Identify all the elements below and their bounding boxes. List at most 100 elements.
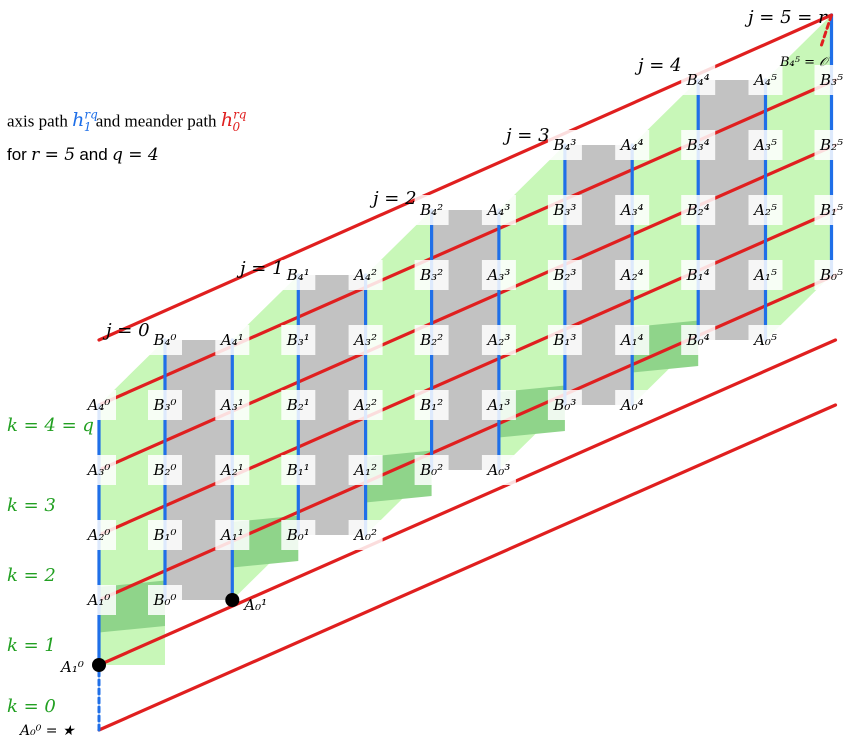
svg-text:B₃¹: B₃¹	[286, 331, 310, 349]
svg-text:A₁⁵: A₁⁵	[752, 266, 777, 284]
node-B-2-0: B₀²	[414, 455, 449, 485]
svg-text:A₃⁵: A₃⁵	[752, 136, 777, 154]
svg-text:B₂²: B₂²	[419, 331, 443, 349]
k-label-4: k = 4 = q	[7, 415, 94, 436]
node-B-0-2: B₂⁰	[148, 455, 182, 485]
svg-text:A₃⁰: A₃⁰	[86, 461, 111, 479]
node-B-2-1: B₁²	[414, 390, 449, 420]
node-B-4-0: B₀⁴	[681, 325, 716, 355]
node-A-2-2: A₂²	[348, 390, 383, 420]
svg-text:B₀³: B₀³	[552, 396, 576, 414]
node-A-3-4: A₄³	[481, 195, 516, 225]
node-B-4-3: B₃⁴	[681, 130, 716, 160]
caption-for: for	[7, 145, 27, 165]
label-A10: A₁⁰	[59, 658, 84, 676]
svg-text:B₁²: B₁²	[419, 396, 443, 414]
j-label-1: j = 1	[240, 258, 284, 279]
svg-text:A₂⁰: A₂⁰	[86, 526, 111, 544]
node-B-5-2: B₂⁵	[814, 130, 843, 160]
label-start: A₀⁰ = ★	[18, 723, 76, 739]
node-B-4-1: B₁⁴	[681, 260, 716, 290]
svg-text:B₄¹: B₄¹	[286, 266, 310, 284]
svg-text:B₁⁵: B₁⁵	[819, 201, 843, 219]
band-light-5	[765, 15, 832, 340]
j-label-5: j = 5 = r	[748, 7, 827, 28]
node-B-4-2: B₂⁴	[681, 195, 716, 225]
node-A-5-4: A₄⁵	[748, 65, 783, 95]
node-A-5-1: A₁⁵	[748, 260, 783, 290]
node-A-0-1-dot	[225, 593, 240, 607]
j-label-3: j = 3	[506, 125, 550, 146]
caption-prefix: axis path	[7, 111, 68, 131]
node-A-5-3: A₃⁵	[748, 130, 783, 160]
node-A-2-0: A₀²	[348, 520, 383, 550]
node-A-3-1: A₁³	[481, 390, 516, 420]
svg-text:B₀¹: B₀¹	[286, 526, 310, 544]
svg-text:A₂¹: A₂¹	[219, 461, 244, 479]
node-A-4-1: A₁⁴	[615, 325, 650, 355]
svg-text:B₂³: B₂³	[552, 266, 576, 284]
caption-line-1: axis path hrq1 and meander path hrq0	[7, 101, 387, 141]
node-A-0-1: A₁⁰	[82, 585, 116, 615]
node-A-2-4: A₄²	[348, 260, 383, 290]
svg-text:A₀³: A₀³	[485, 461, 510, 479]
label-A01: A₀¹	[242, 596, 267, 614]
j-label-0: j = 0	[106, 320, 150, 341]
node-label-layer: B₀⁰A₁⁰B₁⁰A₂⁰B₂⁰A₃⁰B₃⁰A₄⁰B₄⁰B₀¹A₁¹B₁¹A₂¹B…	[18, 55, 843, 739]
j-label-2: j = 2	[373, 188, 417, 209]
node-B-3-4: B₄³	[547, 130, 582, 160]
axis-path-symbol: hrq1	[72, 108, 98, 135]
node-B-5-0: B₀⁵	[814, 260, 843, 290]
svg-text:B₂¹: B₂¹	[286, 396, 310, 414]
svg-text:B₁⁴: B₁⁴	[686, 266, 710, 284]
svg-text:A₃³: A₃³	[485, 266, 510, 284]
node-B-0-3: B₃⁰	[148, 390, 182, 420]
svg-text:A₄⁴: A₄⁴	[619, 136, 644, 154]
svg-text:A₀²: A₀²	[352, 526, 377, 544]
end-dashed	[820, 13, 833, 47]
node-A-4-2: A₂⁴	[615, 260, 650, 290]
node-B-2-3: B₃²	[414, 260, 449, 290]
node-A-3-3: A₃³	[481, 260, 516, 290]
caption: axis path hrq1 and meander path hrq0 for…	[7, 101, 387, 169]
node-B-3-0: B₀³	[547, 390, 582, 420]
node-B-1-2: B₂¹	[281, 390, 316, 420]
node-A-0-2: A₂⁰	[82, 520, 116, 550]
svg-text:A₁⁰: A₁⁰	[86, 591, 111, 609]
node-B-4-4: B₄⁴	[681, 65, 716, 95]
svg-text:B₂⁵: B₂⁵	[819, 136, 843, 154]
svg-text:B₁¹: B₁¹	[286, 461, 310, 479]
node-A-1-1: A₁¹	[215, 520, 250, 550]
svg-text:A₀⁴: A₀⁴	[619, 396, 644, 414]
svg-text:A₃²: A₃²	[352, 331, 377, 349]
svg-text:B₃³: B₃³	[552, 201, 576, 219]
svg-text:B₂⁴: B₂⁴	[686, 201, 710, 219]
meander-bottom-rail	[97, 403, 838, 732]
svg-text:A₂⁵: A₂⁵	[752, 201, 777, 219]
svg-text:A₂²: A₂²	[352, 396, 377, 414]
svg-text:A₁¹: A₁¹	[219, 526, 244, 544]
caption-q-value: q = 4	[111, 145, 159, 166]
svg-text:A₄²: A₄²	[352, 266, 377, 284]
node-A-0-3: A₃⁰	[82, 455, 116, 485]
k-label-3: k = 3	[7, 495, 56, 516]
k-label-1: k = 1	[7, 635, 56, 656]
svg-text:B₃⁰: B₃⁰	[152, 396, 176, 414]
caption-mid: and meander path	[95, 111, 217, 131]
node-A-1-0-dot	[92, 658, 106, 672]
node-B-1-1: B₁¹	[281, 455, 316, 485]
svg-text:B₂⁰: B₂⁰	[152, 461, 176, 479]
node-A-2-3: A₃²	[348, 325, 383, 355]
svg-text:B₁⁰: B₁⁰	[152, 526, 176, 544]
node-A-2-1: A₁²	[348, 455, 383, 485]
k-label-0: k = 0	[7, 696, 56, 717]
node-B-3-2: B₂³	[547, 260, 582, 290]
svg-text:A₄¹: A₄¹	[219, 331, 244, 349]
node-B-3-3: B₃³	[547, 195, 582, 225]
svg-text:A₄³: A₄³	[485, 201, 510, 219]
svg-text:B₄³: B₄³	[552, 136, 576, 154]
node-B-0-1: B₁⁰	[148, 520, 182, 550]
svg-text:B₄²: B₄²	[419, 201, 443, 219]
